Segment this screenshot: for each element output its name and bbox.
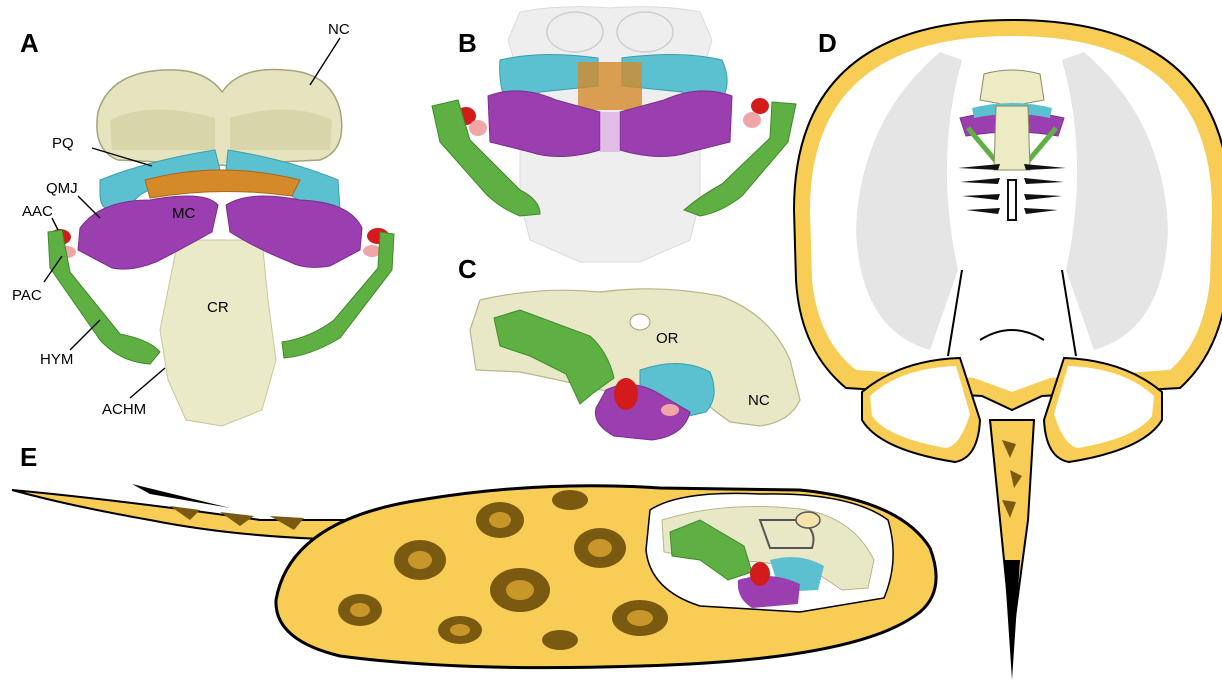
panel-label-b: B [458, 28, 477, 58]
orbit-c [630, 314, 650, 330]
meckels-ghost-b [600, 112, 620, 152]
label-nc-a: NC [328, 21, 350, 38]
label-pac-a: PAC [12, 287, 42, 304]
label-pq-a: PQ [52, 135, 74, 152]
leader-hym-a [70, 320, 100, 350]
panel-c: C OR NC [458, 254, 800, 440]
tail-spine-d [1004, 560, 1020, 680]
panel-label-a: A [20, 28, 39, 58]
pac-left-b [469, 120, 487, 136]
panel-label-d: D [818, 28, 837, 58]
leader-achm-a [130, 368, 165, 398]
eye-e [796, 512, 820, 528]
panel-e: E [12, 442, 936, 668]
panel-label-e: E [20, 442, 37, 472]
pac-c [661, 404, 679, 416]
label-cr-a: CR [207, 299, 229, 316]
leader-aac-a [52, 218, 58, 230]
panel-a: A NC PQ QMJ AAC PAC HYM [12, 21, 394, 426]
label-achm-a: ACHM [102, 401, 146, 418]
cranium-rostrum-a [160, 240, 276, 426]
label-or-c: OR [656, 330, 679, 347]
meckels-cartilage-e [738, 576, 800, 608]
panel-b: B [432, 7, 796, 262]
label-nc-c: NC [748, 392, 770, 409]
label-hym-a: HYM [40, 351, 73, 368]
synarcual-d [994, 106, 1030, 170]
leader-qmj-a [78, 196, 100, 218]
leader-nc-a [310, 38, 340, 85]
scapulocoracoid-d [1008, 180, 1016, 220]
aac-right-b [751, 98, 769, 114]
tooth-plate-b [578, 62, 642, 110]
skull-d [980, 70, 1044, 106]
aac-e [750, 562, 770, 586]
panel-label-c: C [458, 254, 477, 284]
pac-right-b [743, 112, 761, 128]
label-mc-a: MC [172, 205, 195, 222]
aac-c [614, 378, 638, 410]
label-aac-a: AAC [22, 203, 53, 220]
label-qmj-a: QMJ [46, 180, 78, 197]
